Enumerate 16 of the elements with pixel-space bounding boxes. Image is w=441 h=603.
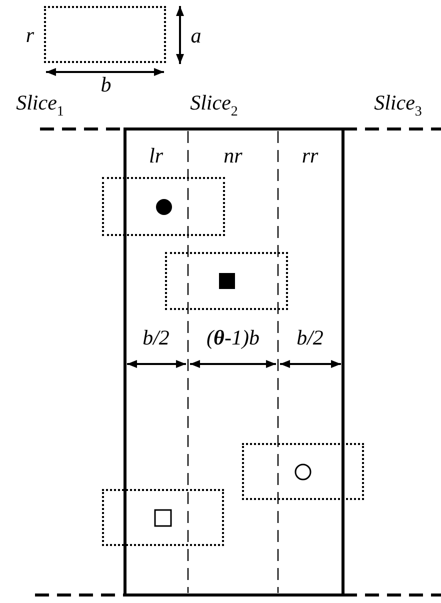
- dimension-label: a: [190, 26, 202, 46]
- dotted-rectangle: [165, 252, 288, 310]
- slice-label: Slice$_{1}$: [16, 92, 64, 120]
- slice-label: Slice$_{2}$: [190, 92, 238, 120]
- dimension-label: b/2: [142, 328, 170, 348]
- region-label: rr: [302, 146, 318, 166]
- dimension-label: (θ-1)b: [206, 328, 260, 348]
- dimension-label: b/2: [296, 328, 324, 348]
- region-label: nr: [224, 146, 242, 166]
- slice-label: Slice$_{3}$: [374, 92, 422, 120]
- dotted-rectangle: [102, 177, 225, 236]
- region-label: lr: [149, 146, 163, 166]
- dotted-rectangle: [102, 489, 224, 546]
- rectangle-label: r: [26, 24, 34, 46]
- dimension-label: b: [100, 74, 112, 96]
- dotted-rectangle: [242, 443, 364, 500]
